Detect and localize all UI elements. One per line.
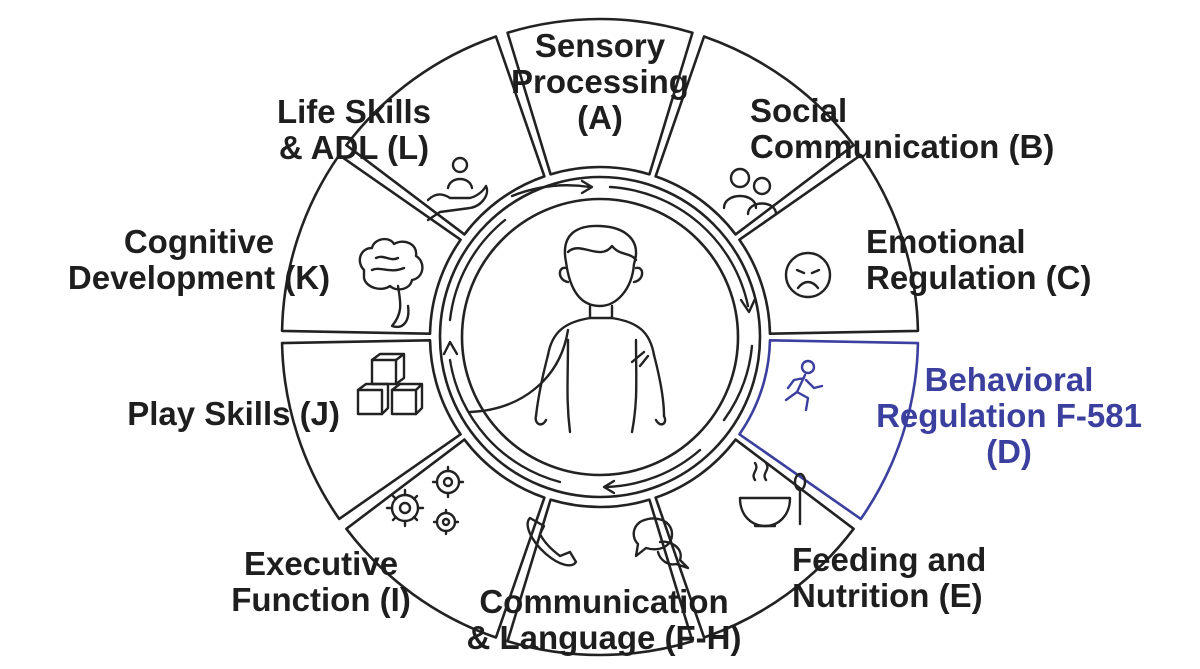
cycle-arrows <box>442 179 757 495</box>
domain-label-emotional-regulation: Emotional Regulation (C) <box>866 223 1092 296</box>
segment-i <box>345 438 546 639</box>
domain-label-social-communication: Social Communication (B) <box>750 92 1055 165</box>
domain-label-play-skills: Play Skills (J) <box>127 395 340 432</box>
brain-icon <box>358 237 424 329</box>
blocks-icon <box>356 352 424 416</box>
segment-f-h <box>506 498 694 657</box>
segment-b <box>654 35 855 236</box>
segment-l <box>345 35 546 236</box>
phone-speech-bubbles-icon <box>526 516 690 570</box>
center-circle <box>460 197 740 477</box>
segment-k <box>280 153 462 336</box>
soup-bowl-spoon-icon <box>738 461 807 528</box>
hand-care-icon <box>426 156 489 222</box>
child-figure-icon <box>468 224 667 434</box>
wheel-segments <box>280 17 920 657</box>
segment-d <box>738 338 920 521</box>
domain-label-sensory-processing: Sensory Processing (A) <box>511 27 689 136</box>
people-icon <box>722 167 778 216</box>
running-person-icon <box>784 359 824 412</box>
segment-a <box>506 17 694 176</box>
segment-c <box>738 153 920 336</box>
segment-e <box>654 438 855 639</box>
domain-label-cognitive-development: Cognitive Development (K) <box>67 223 331 296</box>
sad-face-icon <box>784 251 832 299</box>
domain-label-communication-language: Communication & Language (F-H) <box>466 583 742 656</box>
domain-label-life-skills-adl: Life Skills & ADL (L) <box>276 93 432 166</box>
inner-ring <box>438 175 762 499</box>
domain-label-executive-function: Executive Function (I) <box>231 545 411 618</box>
domain-label-behavioral-regulation: Behavioral Regulation F-581 (D) <box>876 361 1142 470</box>
domain-label-feeding-nutrition: Feeding and Nutrition (E) <box>792 541 987 614</box>
gears-icon <box>385 465 465 536</box>
